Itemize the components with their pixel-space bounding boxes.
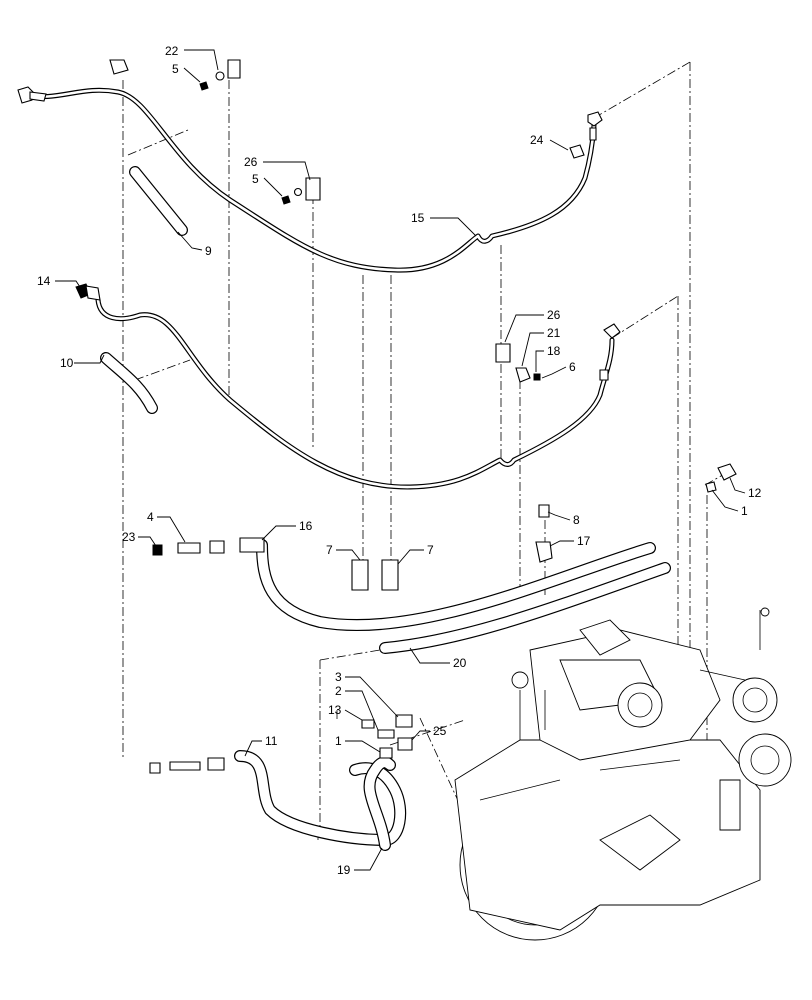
callout-5-mid: 5 <box>252 172 259 186</box>
hose-9 <box>129 166 188 236</box>
callout-11: 11 <box>265 734 278 748</box>
callout-7-right: 7 <box>427 543 434 557</box>
small-parts <box>109 59 737 759</box>
callout-18: 18 <box>547 344 561 358</box>
callout-20: 20 <box>453 656 467 670</box>
callout-25: 25 <box>433 724 447 738</box>
callout-19: 19 <box>337 863 351 877</box>
callout-13: 13 <box>328 703 342 717</box>
callout-7-left: 7 <box>326 543 333 557</box>
hose-16 <box>152 537 656 632</box>
callout-1-bottom: 1 <box>335 734 342 748</box>
callout-3: 3 <box>335 670 342 684</box>
callout-4: 4 <box>147 510 154 524</box>
fuel-line-15 <box>17 86 603 273</box>
callout-leaders <box>55 49 746 871</box>
callout-6: 6 <box>569 360 576 374</box>
callout-10: 10 <box>60 356 74 370</box>
callout-2: 2 <box>335 684 342 698</box>
callout-17: 17 <box>577 534 591 548</box>
callout-14: 14 <box>37 274 51 288</box>
callout-12: 12 <box>748 486 762 500</box>
callout-1-right: 1 <box>741 504 748 518</box>
callout-9: 9 <box>205 244 212 258</box>
callout-22: 22 <box>165 44 179 58</box>
callout-15: 15 <box>411 211 425 225</box>
hose-20 <box>379 562 671 654</box>
engine-assembly <box>454 607 792 941</box>
callout-8: 8 <box>573 513 580 527</box>
callout-26-top: 26 <box>244 155 258 169</box>
callout-labels: 22 5 24 26 5 15 9 14 26 21 18 6 10 12 1 … <box>37 44 762 877</box>
callout-21: 21 <box>547 326 561 340</box>
callout-26-mid: 26 <box>547 308 561 322</box>
hose-11 <box>149 750 407 846</box>
callout-16: 16 <box>299 519 313 533</box>
callout-23: 23 <box>122 530 136 544</box>
callout-24: 24 <box>530 133 544 147</box>
hose-19 <box>363 756 396 851</box>
hose-10 <box>100 352 158 414</box>
fuel-line-14 <box>75 283 621 490</box>
callout-5-top: 5 <box>172 62 179 76</box>
